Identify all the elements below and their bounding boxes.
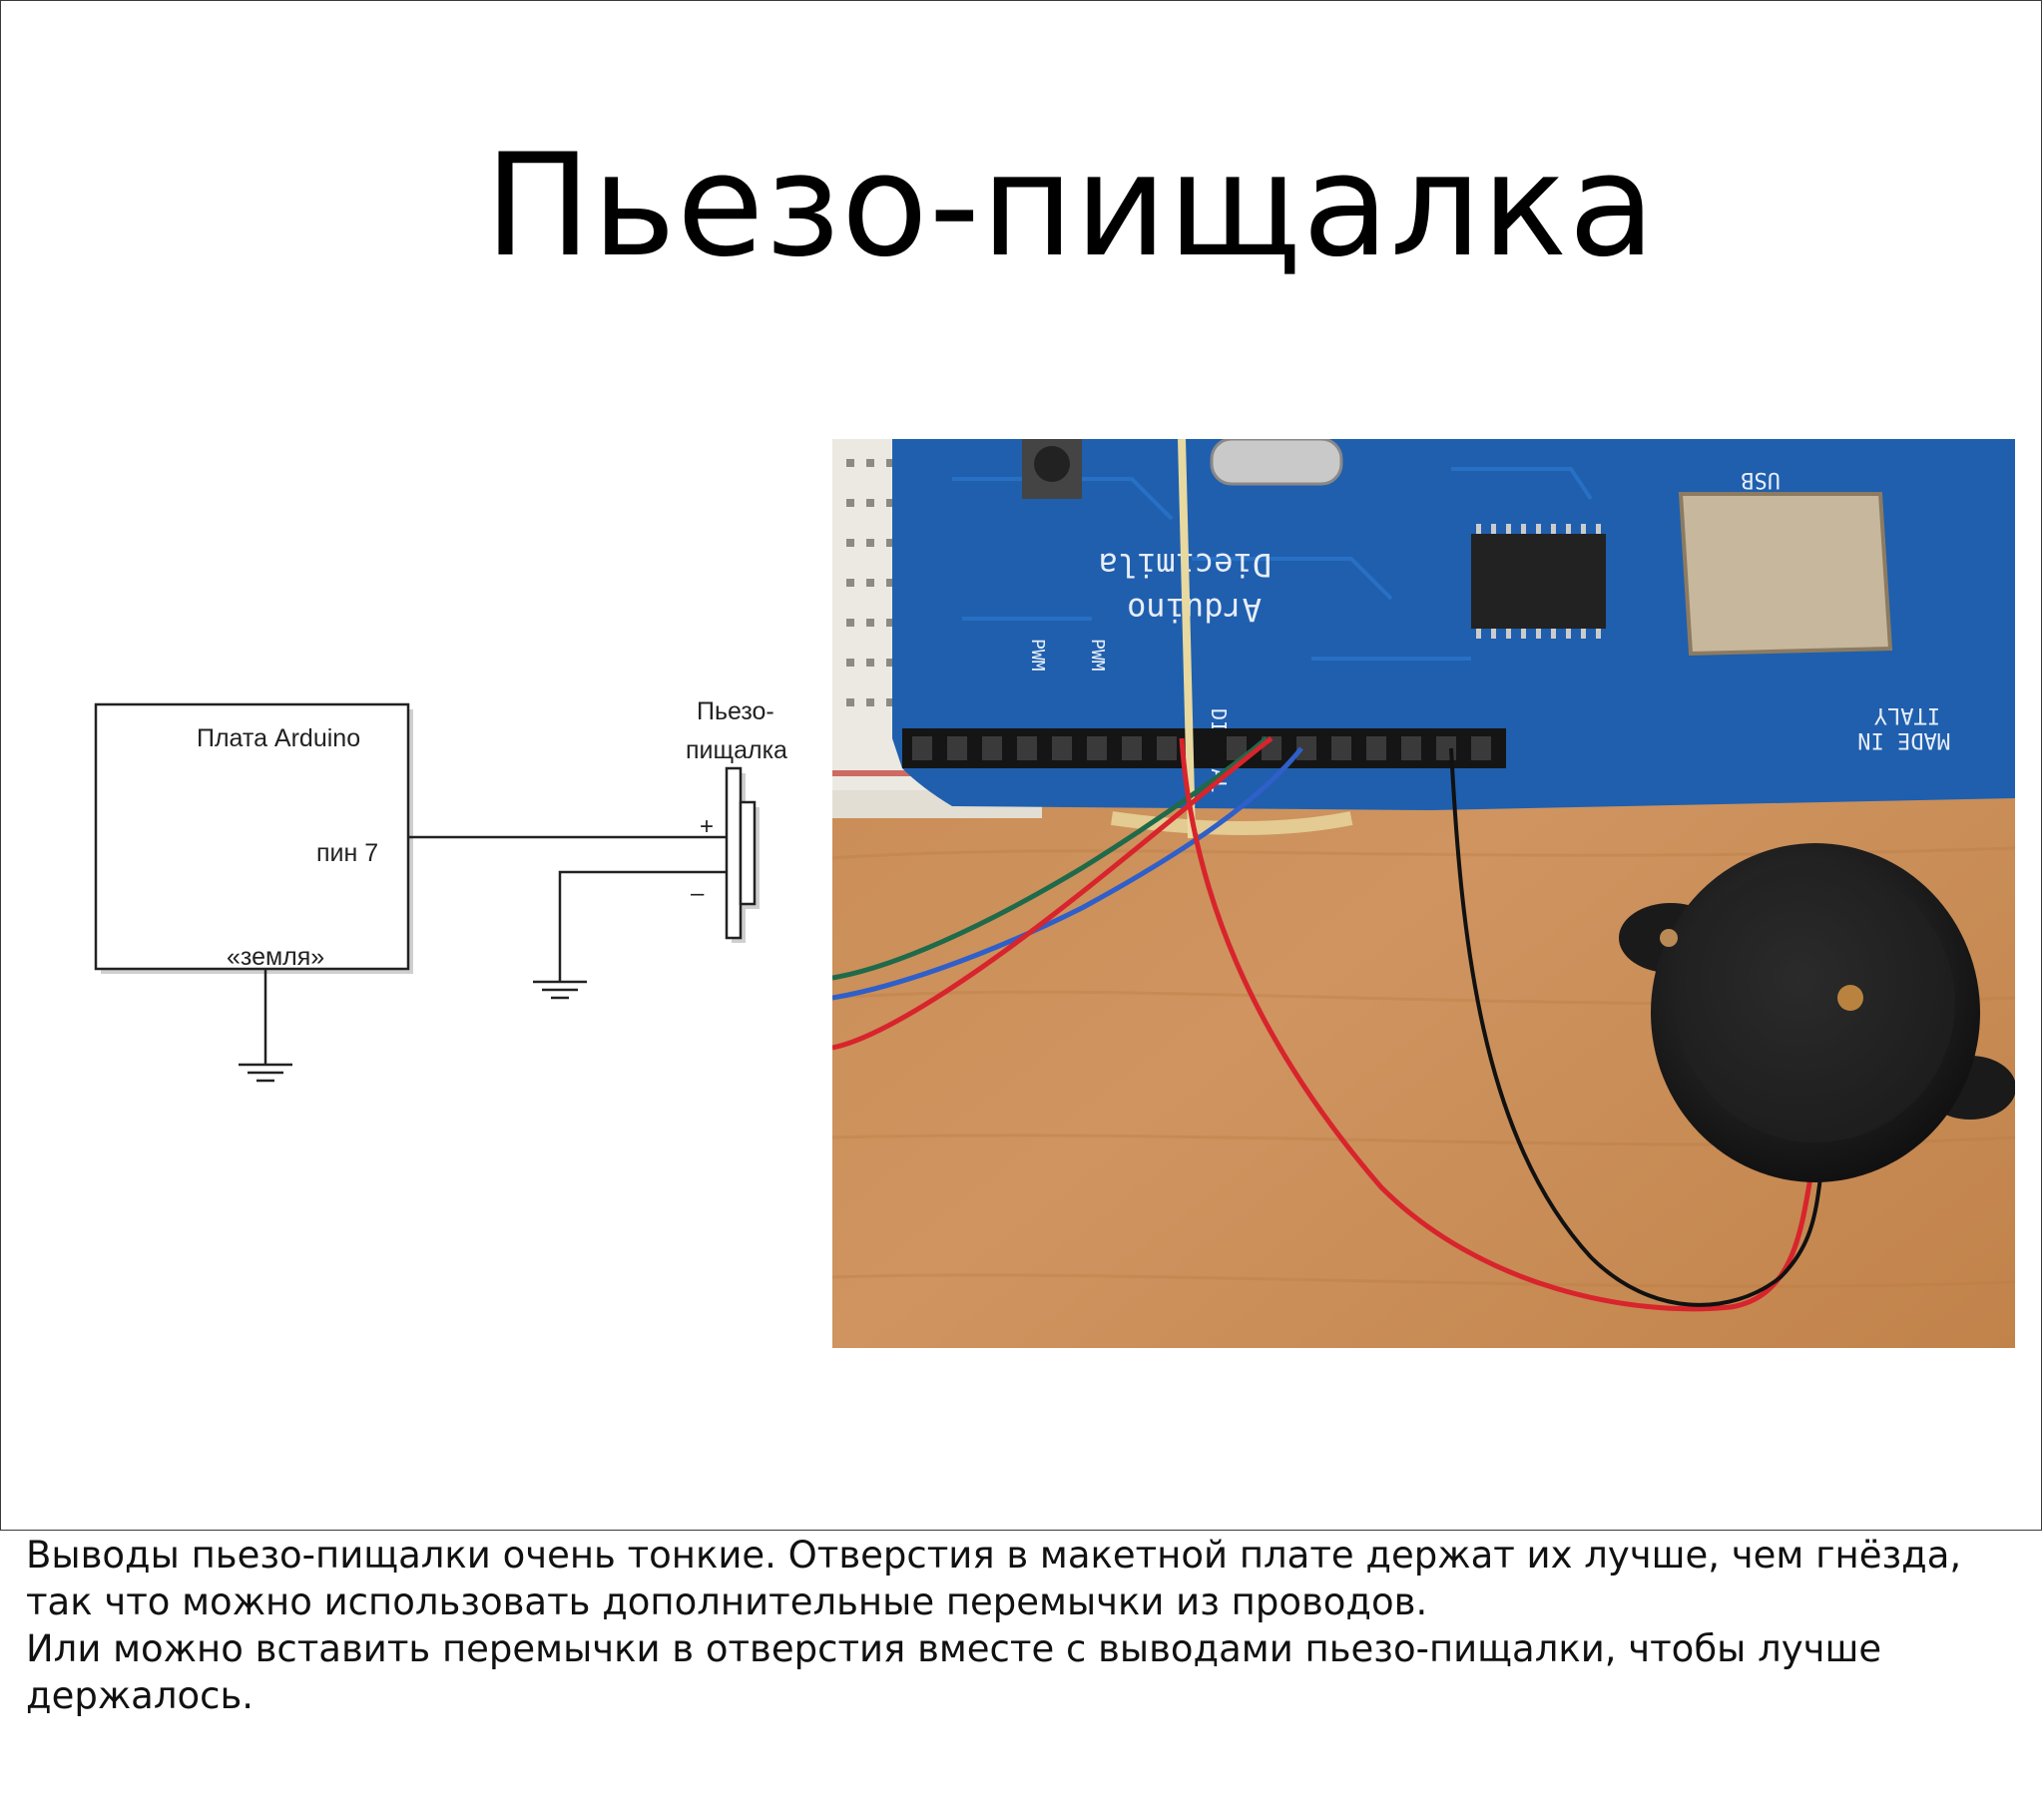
slide-frame: Пьезо-пищалка Плата Arduino пин 7 «земля… xyxy=(0,0,2042,1531)
arduino-buzzer-photo: USB Diecimila Arduino MADE IN ITALY DIGI… xyxy=(832,439,2015,1348)
arduino-board-box xyxy=(94,702,410,971)
board-brand-text: Arduino xyxy=(1127,591,1262,629)
notes-paragraph-1: Выводы пьезо-пищалки очень тонкие. Отвер… xyxy=(26,1534,1962,1623)
ground-symbol-icon xyxy=(239,1063,292,1083)
buzzer-label-line2: пищалка xyxy=(686,736,787,764)
piezo-buzzer-icon xyxy=(725,766,760,943)
blue-wire xyxy=(832,746,1303,1001)
notes-paragraph-2: Или можно вставить перемычки в отверстия… xyxy=(26,1627,1882,1717)
usb-chip xyxy=(1471,534,1606,629)
pin-label: пин 7 xyxy=(316,839,378,867)
crystal-oscillator xyxy=(1210,439,1343,486)
pwm-label: PWM xyxy=(1027,639,1048,672)
header-sockets xyxy=(912,736,1491,760)
buzzer-ground-wire xyxy=(558,870,727,982)
usb-connector xyxy=(1678,492,1893,657)
minus-sign: – xyxy=(691,880,705,907)
red-wire-left xyxy=(832,736,1274,1051)
usb-label: USB xyxy=(1741,467,1781,492)
made-in-line2: ITALY xyxy=(1874,702,1940,727)
plus-sign: + xyxy=(700,813,714,840)
made-in-line1: MADE IN xyxy=(1857,727,1950,752)
pwm-label: PWM xyxy=(1087,639,1108,672)
black-wire-buzzer xyxy=(1449,747,1822,1307)
board-label: Плата Arduino xyxy=(197,724,360,752)
speaker-notes: Выводы пьезо-пищалки очень тонкие. Отвер… xyxy=(26,1532,2022,1719)
board-traces xyxy=(952,467,1593,661)
buzzer-label-line1: Пьезо- xyxy=(697,697,774,725)
ground-symbol-icon xyxy=(533,980,587,1000)
chip-pins xyxy=(1476,524,1601,639)
green-wire xyxy=(832,736,1269,981)
circuit-schematic: Плата Arduino пин 7 «земля» + – Пьезо- xyxy=(94,697,787,1083)
rubber-band xyxy=(1178,439,1196,839)
slide-title: Пьезо-пищалка xyxy=(484,124,1657,288)
board-ground-label: «земля» xyxy=(227,943,324,971)
piezo-buzzer-photo-icon xyxy=(1619,843,2015,1182)
breadboard-holes xyxy=(846,459,894,706)
